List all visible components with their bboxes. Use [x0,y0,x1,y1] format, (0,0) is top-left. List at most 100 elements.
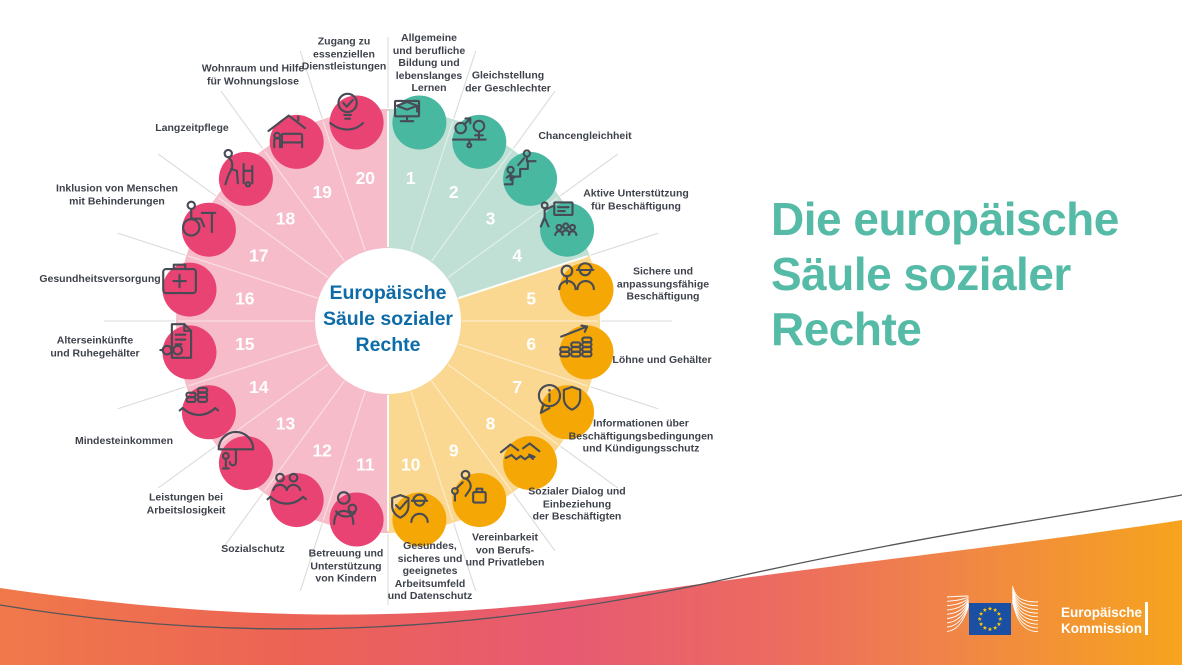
principle-dot-5 [559,262,614,317]
principle-number-1: 1 [406,168,416,188]
label-leader-line [299,50,323,119]
segment-divider [410,391,454,521]
label-leader-line [157,153,217,197]
principle-number-20: 20 [356,168,376,188]
wages-icon [559,324,593,358]
label-leader-line [117,386,186,410]
equal-opportunities-icon [503,149,537,186]
principle-number-16: 16 [235,288,255,308]
label-leader-line [453,523,477,592]
label-leader-line [220,492,264,552]
segment-divider [458,255,589,300]
principle-number-9: 9 [449,440,459,460]
principle-number-6: 6 [526,334,536,354]
principle-number-19: 19 [312,182,332,202]
segment-divider [447,197,559,278]
pillar-wheel-diagram: 1234567891011121314151617181920Europäisc… [104,37,672,605]
label-leader-line [590,386,659,410]
principle-number-4: 4 [512,245,522,265]
principle-dot-11 [329,492,384,547]
principle-dot-10 [392,492,447,547]
principle-dot-9 [452,473,507,528]
wheel-center-title-line-3: Rechte [355,334,420,356]
housing-icon [267,114,307,149]
segment-divider [264,150,345,262]
principle-number-2: 2 [449,182,459,202]
page-title-line-2: Säule sozialer [771,248,1071,300]
page-title-line-1: Die europäische [771,193,1119,245]
healthcare-icon [162,263,197,295]
label-leader-line [559,153,619,197]
principle-dot-7 [540,385,595,440]
wheel-center-disc [315,248,461,394]
disability-inclusion-icon [182,200,217,237]
principle-number-12: 12 [312,440,332,460]
principle-number-13: 13 [276,414,296,434]
label-leader-line [559,445,619,489]
long-term-care-icon [223,148,254,188]
segment-divider [188,343,318,387]
label-leader-line [453,50,477,119]
employment-info-icon [537,383,582,414]
segment-divider [431,380,512,492]
label-leader-line [117,232,186,256]
bottom-wave-line [0,494,1182,630]
principle-number-15: 15 [235,334,255,354]
label-leader-line [157,445,217,489]
principle-number-17: 17 [249,245,268,265]
segment-divider [188,255,318,299]
principle-dot-16 [162,262,217,317]
wheel-center-title-line-1: Europäische [329,282,446,304]
principle-number-3: 3 [486,209,496,229]
segment-divider [264,380,345,492]
wheel-center-title-line-2: Säule sozialer [323,308,453,330]
essential-services-icon [329,92,365,131]
work-life-balance-icon [451,469,487,504]
segment-divider [458,343,588,387]
principle-dot-3 [503,151,558,206]
social-dialogue-icon [499,442,541,461]
principle-dot-17 [181,202,236,257]
gender-equality-icon [451,117,487,149]
label-leader-line [590,232,659,256]
european-commission-wordmark: Europäische Kommission [1061,605,1142,636]
principle-number-7: 7 [512,377,522,397]
principle-number-14: 14 [249,377,269,397]
eu-flag-stars [977,606,1003,632]
unemployment-benefits-icon [217,430,255,470]
bottom-wave [0,494,1182,665]
ec-wordmark-line-2: Kommission [1061,620,1143,636]
principle-dot-20 [329,95,384,150]
european-commission-logo: Europäische Kommission [946,582,1161,646]
social-protection-icon [266,472,307,505]
secure-employment-icon [558,262,595,291]
segment-divider [322,121,366,251]
training-icon [393,99,421,123]
segment-divider [447,364,559,445]
eu-flag-mural-icon [946,585,1039,635]
label-leader-line [299,523,323,592]
principle-number-11: 11 [356,454,375,474]
label-leader-line [512,492,556,552]
principle-number-10: 10 [401,454,421,474]
page-title-line-3: Rechte [771,303,922,355]
healthy-workplace-icon [391,493,429,524]
label-leader-line [512,90,556,150]
principle-number-5: 5 [526,288,536,308]
segment-divider [431,150,512,262]
childcare-icon [333,491,358,525]
principle-number-8: 8 [486,414,496,434]
ec-wordmark-line-1: Europäische [1061,605,1143,620]
employment-support-icon [539,201,578,237]
segment-divider [322,391,366,521]
ec-logo-wings [946,585,1039,633]
ec-logo-divider-bar [1145,602,1148,635]
minimum-income-icon [178,386,220,416]
pensions-icon [159,323,193,359]
segment-divider [217,197,329,278]
principle-number-18: 18 [276,209,296,229]
page-title: Die europäische Säule sozialer Rechte [771,192,1119,357]
sector-chancengleichheit-gruppe [388,109,590,321]
